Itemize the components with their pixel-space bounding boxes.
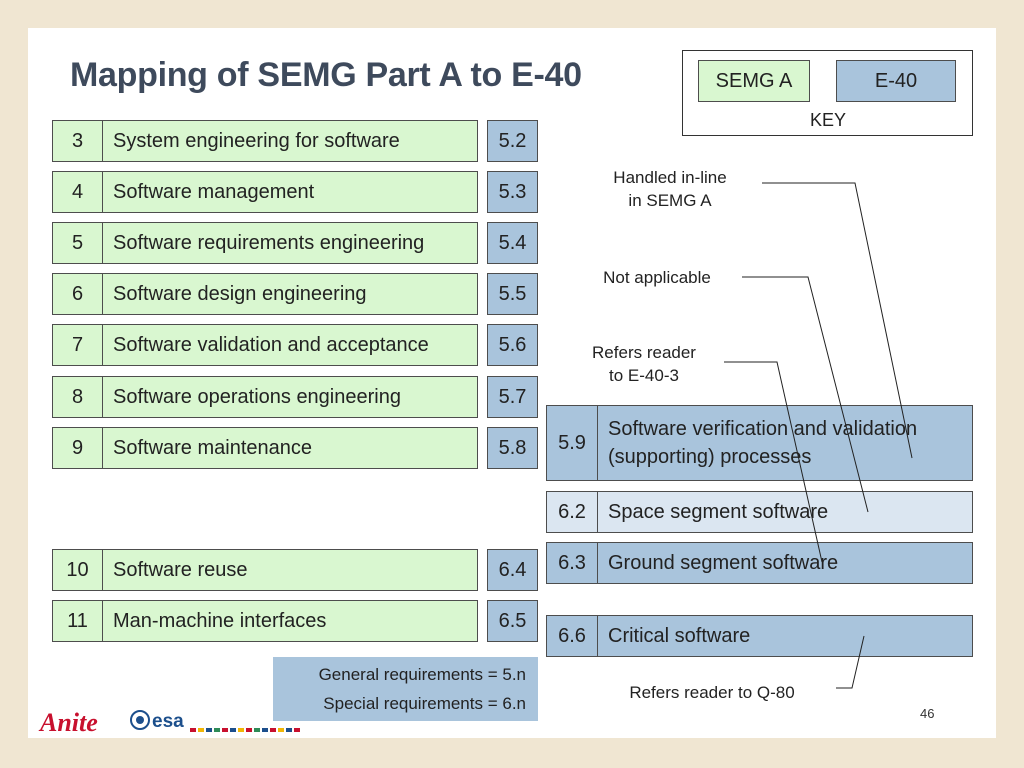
semg-row-3-code: 5.2 xyxy=(487,120,538,162)
e40-row-6-2-label: Space segment software xyxy=(597,491,973,533)
e40-row-5-9-label-line1: Software verification and validation xyxy=(608,418,918,440)
e40-row-6-2-code: 6.2 xyxy=(546,491,598,533)
page-title: Mapping of SEMG Part A to E-40 xyxy=(70,56,582,94)
connector-not-applicable xyxy=(742,276,869,513)
note-handled-inline-line2: in SEMG A xyxy=(628,191,712,210)
e40-row-6-3-label: Ground segment software xyxy=(597,542,973,584)
e40-row-6-6-code: 6.6 xyxy=(546,615,598,657)
e40-row-6-3-code: 6.3 xyxy=(546,542,598,584)
semg-row-6-num: 6 xyxy=(52,273,103,315)
semg-row-3-label: System engineering for software xyxy=(102,120,478,162)
connector-refers-q80 xyxy=(836,635,865,689)
semg-row-10-code: 6.4 xyxy=(487,549,538,591)
key-e40-swatch: E-40 xyxy=(836,60,956,102)
semg-row-10-label: Software reuse xyxy=(102,549,478,591)
semg-row-4-code: 5.3 xyxy=(487,171,538,213)
anite-logo: Anite xyxy=(40,708,98,737)
e40-row-5-9-label-line2: (supporting) processes xyxy=(608,446,812,468)
note-refers-e40-3-line2: to E-40-3 xyxy=(609,366,679,385)
semg-row-5-code: 5.4 xyxy=(487,222,538,264)
legend-special: Special requirements = 6.n xyxy=(323,694,526,713)
esa-logo-text: esa xyxy=(152,711,184,732)
note-refers-e40-3-line1: Refers reader xyxy=(592,343,696,362)
note-refers-q80: Refers reader to Q-80 xyxy=(629,683,795,702)
semg-row-4-label: Software management xyxy=(102,171,478,213)
note-handled-inline: Handled in-line in SEMG A xyxy=(598,166,742,212)
esa-logo: esa xyxy=(128,706,308,736)
note-handled-inline-line1: Handled in-line xyxy=(613,168,727,187)
semg-row-5-label: Software requirements engineering xyxy=(102,222,478,264)
requirements-legend: General requirements = 5.n Special requi… xyxy=(273,657,538,721)
esa-logo-mark: esa xyxy=(130,710,300,732)
semg-row-4-num: 4 xyxy=(52,171,103,213)
semg-row-11-label: Man-machine interfaces xyxy=(102,600,478,642)
note-not-applicable: Not applicable xyxy=(603,268,711,287)
e40-row-6-6-label: Critical software xyxy=(597,615,973,657)
semg-row-9-num: 9 xyxy=(52,427,103,469)
page-number: 46 xyxy=(920,706,935,721)
semg-row-5-num: 5 xyxy=(52,222,103,264)
semg-row-3-num: 3 xyxy=(52,120,103,162)
e40-row-5-9-label: Software verification and validation (su… xyxy=(597,405,973,481)
note-refers-e40-3: Refers reader to E-40-3 xyxy=(580,341,708,387)
semg-row-7-code: 5.6 xyxy=(487,324,538,366)
key-label: KEY xyxy=(809,110,847,130)
legend-general: General requirements = 5.n xyxy=(318,665,526,684)
semg-row-7-num: 7 xyxy=(52,324,103,366)
semg-row-8-label: Software operations engineering xyxy=(102,376,478,418)
semg-row-7-label: Software validation and acceptance xyxy=(102,324,478,366)
semg-row-9-code: 5.8 xyxy=(487,427,538,469)
semg-row-11-code: 6.5 xyxy=(487,600,538,642)
semg-row-10-num: 10 xyxy=(52,549,103,591)
semg-row-6-label: Software design engineering xyxy=(102,273,478,315)
semg-row-6-code: 5.5 xyxy=(487,273,538,315)
key-semg-swatch: SEMG A xyxy=(698,60,810,102)
semg-row-8-code: 5.7 xyxy=(487,376,538,418)
connector-refers-e40-3 xyxy=(724,361,823,563)
semg-row-9-label: Software maintenance xyxy=(102,427,478,469)
semg-row-11-num: 11 xyxy=(52,600,103,642)
connector-inline xyxy=(762,182,913,459)
